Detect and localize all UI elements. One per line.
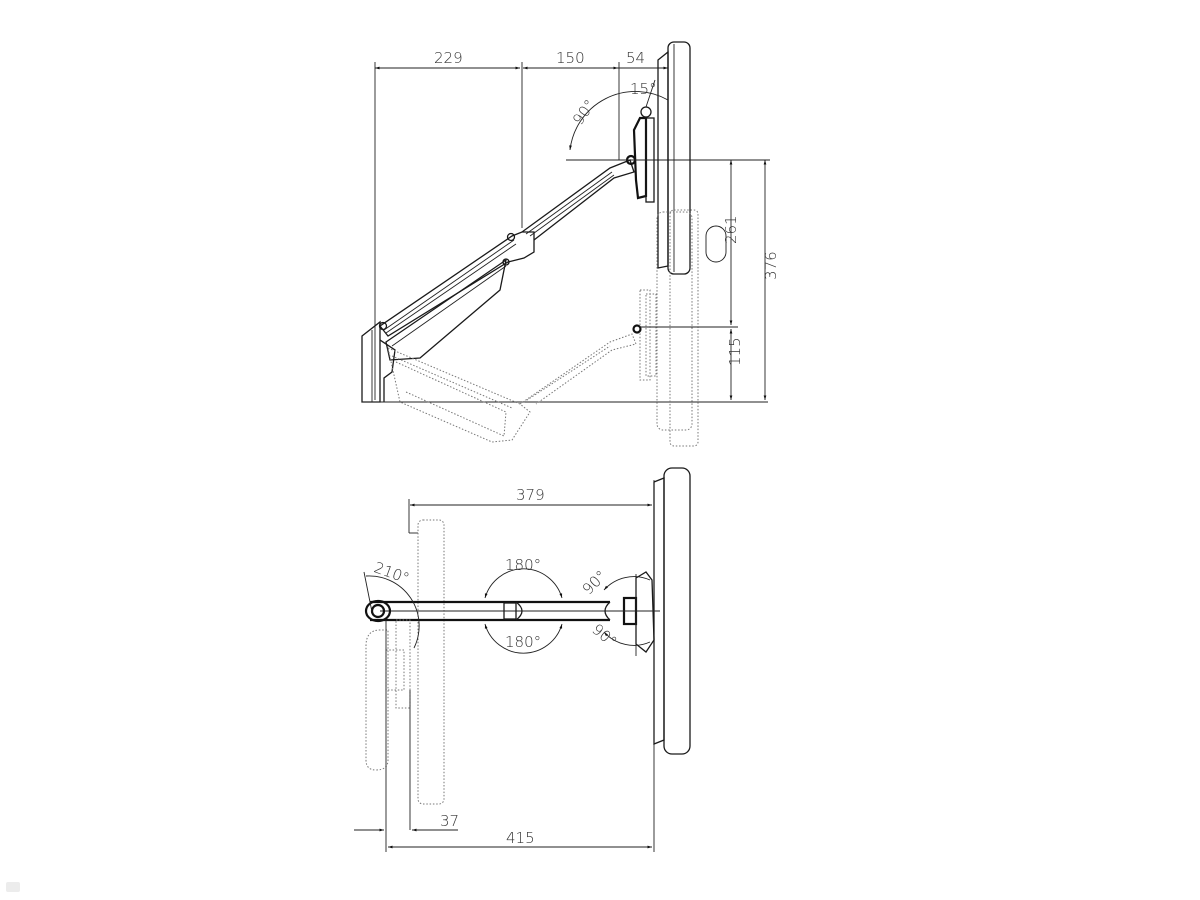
top-dimension-lines bbox=[374, 62, 668, 400]
dim-229: 229 bbox=[434, 49, 463, 67]
monitor-top bbox=[653, 467, 691, 852]
corner-mark bbox=[6, 882, 20, 892]
dim-37: 37 bbox=[440, 812, 459, 830]
top-view: 379 bbox=[354, 467, 691, 852]
angle-180-bottom: 180° bbox=[505, 633, 541, 651]
dim-376: 376 bbox=[762, 251, 780, 280]
monitor-folded-ghost bbox=[417, 519, 445, 805]
bottom-dimension-lines bbox=[354, 828, 652, 849]
tilt-angle-label: 15° bbox=[630, 80, 657, 98]
tilt-range-label: 90° bbox=[569, 96, 599, 128]
arm-folded-ghost bbox=[365, 619, 411, 852]
dim-150: 150 bbox=[556, 49, 585, 67]
angle-90-bottom: 90° bbox=[588, 620, 620, 651]
arm-lowered-ghost bbox=[387, 209, 699, 447]
vertical-dimension-lines bbox=[705, 160, 767, 400]
dim-54: 54 bbox=[626, 49, 645, 67]
dim-415: 415 bbox=[506, 829, 535, 847]
arm-raised bbox=[378, 154, 637, 361]
dim-379: 379 bbox=[516, 486, 545, 504]
rotation-arcs bbox=[363, 568, 651, 656]
angle-210: 210° bbox=[372, 558, 412, 587]
dim-115: 115 bbox=[726, 337, 744, 366]
dim-261: 261 bbox=[722, 215, 740, 244]
wall-rotation-arc bbox=[365, 575, 420, 649]
tilt-arc: 90° 15° bbox=[569, 79, 669, 151]
angle-90-top: 90° bbox=[579, 567, 611, 599]
side-view: 90° 15° 229 150 54 261 376 bbox=[361, 41, 780, 447]
angle-180-top: 180° bbox=[505, 556, 541, 574]
monitor-raised bbox=[657, 41, 691, 275]
